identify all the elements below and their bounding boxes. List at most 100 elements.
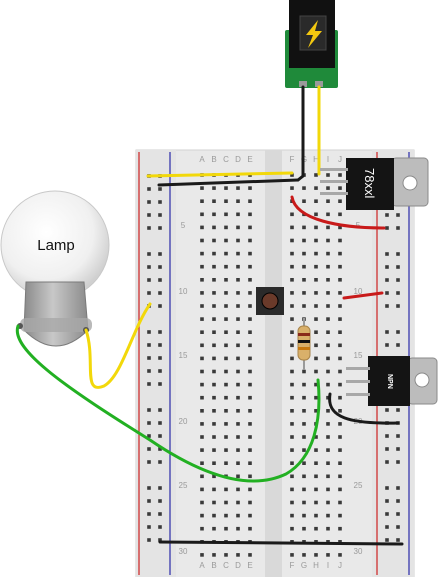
breadboard-hole xyxy=(326,513,330,518)
row-numbers-left: 5 10 15 20 25 30 xyxy=(179,221,188,556)
breadboard-hole xyxy=(200,251,204,256)
breadboard-hole xyxy=(302,238,306,243)
breadboard-hole xyxy=(212,395,216,400)
jack-pin xyxy=(315,81,323,87)
breadboard-hole xyxy=(338,317,342,321)
breadboard-hole xyxy=(224,409,228,413)
breadboard-hole xyxy=(338,474,342,479)
breadboard-hole xyxy=(158,187,162,191)
breadboard-hole xyxy=(338,212,342,217)
breadboard-hole xyxy=(302,409,306,413)
npn-transistor: NPN xyxy=(346,356,438,406)
breadboard-hole xyxy=(396,278,400,282)
pushbutton xyxy=(256,287,284,315)
lamp: Lamp xyxy=(0,190,110,347)
breadboard-hole xyxy=(224,448,228,452)
jack-pin xyxy=(299,81,307,87)
breadboard-hole xyxy=(396,538,400,542)
breadboard-hole xyxy=(326,212,330,217)
breadboard-hole xyxy=(147,356,151,360)
breadboard-hole xyxy=(338,343,342,348)
breadboard-hole xyxy=(147,291,151,295)
breadboard-hole xyxy=(326,448,330,452)
breadboard-hole xyxy=(326,186,330,190)
breadboard-hole xyxy=(385,265,389,269)
breadboard-hole xyxy=(326,225,330,230)
breadboard-hole xyxy=(212,435,216,439)
breadboard-hole xyxy=(314,238,318,243)
breadboard-hole xyxy=(302,186,306,190)
breadboard-hole xyxy=(158,200,162,204)
breadboard-hole xyxy=(224,369,228,374)
breadboard-hole xyxy=(302,278,306,282)
breadboard-hole xyxy=(224,251,228,256)
breadboard-hole xyxy=(158,499,162,503)
column-letter: A xyxy=(199,155,205,164)
breadboard-hole xyxy=(236,409,240,413)
breadboard-hole xyxy=(212,448,216,452)
breadboard-hole xyxy=(224,304,228,308)
left-rail-strip xyxy=(136,150,176,577)
breadboard-hole xyxy=(302,369,306,374)
breadboard-hole xyxy=(248,474,252,479)
breadboard-hole xyxy=(338,382,342,387)
breadboard-hole xyxy=(326,317,330,321)
breadboard-hole xyxy=(212,343,216,348)
breadboard-hole xyxy=(338,461,342,465)
breadboard-hole xyxy=(200,291,204,295)
breadboard-hole xyxy=(248,225,252,230)
breadboard-hole xyxy=(314,500,318,505)
breadboard-hole xyxy=(158,213,162,217)
breadboard-hole xyxy=(158,356,162,360)
breadboard-hole xyxy=(290,238,294,243)
breadboard-hole xyxy=(158,512,162,516)
breadboard-hole xyxy=(200,487,204,492)
breadboard-hole xyxy=(326,526,330,531)
breadboard-hole xyxy=(212,382,216,387)
breadboard-hole xyxy=(314,513,318,518)
breadboard-hole xyxy=(314,291,318,295)
breadboard-hole xyxy=(290,435,294,439)
breadboard-hole xyxy=(314,343,318,348)
breadboard-hole xyxy=(314,173,318,177)
breadboard-hole xyxy=(224,330,228,334)
breadboard-hole xyxy=(290,343,294,348)
resistor-band xyxy=(298,333,310,336)
wire-red xyxy=(342,291,384,300)
breadboard-hole xyxy=(248,317,252,321)
breadboard-hole xyxy=(290,422,294,426)
breadboard-hole xyxy=(212,212,216,217)
breadboard-hole xyxy=(385,408,389,412)
breadboard-hole xyxy=(314,382,318,387)
breadboard-hole xyxy=(396,252,400,256)
breadboard-hole xyxy=(302,513,306,518)
breadboard-hole xyxy=(212,513,216,518)
breadboard-hole xyxy=(385,252,389,256)
regulator-pin xyxy=(320,192,348,195)
breadboard-hole xyxy=(147,265,151,269)
breadboard-hole xyxy=(302,461,306,465)
breadboard-hole xyxy=(302,382,306,387)
breadboard-hole xyxy=(338,225,342,230)
breadboard-holes xyxy=(147,173,400,557)
breadboard-hole xyxy=(302,251,306,256)
breadboard-hole xyxy=(236,264,240,269)
wire-black xyxy=(158,540,404,546)
breadboard-hole xyxy=(224,553,228,557)
breadboard-hole xyxy=(224,264,228,269)
breadboard-hole xyxy=(302,264,306,269)
breadboard-hole xyxy=(147,421,151,425)
lamp-label: Lamp xyxy=(37,237,75,254)
breadboard-hole xyxy=(290,409,294,413)
breadboard-hole xyxy=(200,409,204,413)
breadboard-hole xyxy=(385,447,389,451)
breadboard-hole xyxy=(200,448,204,452)
breadboard-hole xyxy=(290,500,294,505)
breadboard-hole xyxy=(338,435,342,439)
breadboard-hole xyxy=(158,382,162,386)
breadboard-hole xyxy=(212,291,216,295)
breadboard-hole xyxy=(248,526,252,531)
column-letter: D xyxy=(235,155,241,164)
breadboard-hole xyxy=(396,408,400,412)
